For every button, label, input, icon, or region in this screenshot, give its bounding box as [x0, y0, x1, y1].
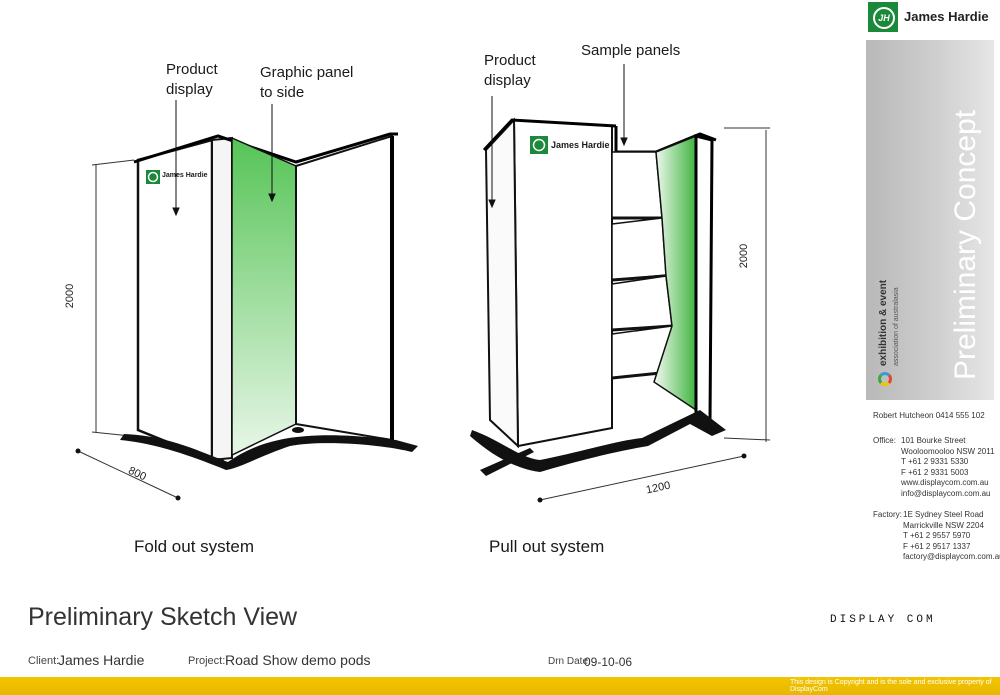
pull-panel-brand: James Hardie [551, 140, 610, 150]
fold-side-panel [295, 134, 394, 442]
pull-callout-arrows [488, 64, 628, 209]
factory-address: 1E Sydney Steel Road Marrickville NSW 22… [903, 510, 1000, 563]
page-title: Preliminary Sketch View [28, 603, 298, 631]
office-line: T +61 2 9331 5330 [901, 457, 969, 466]
fold-label-product-line1: Product [166, 61, 218, 78]
fold-graphic-panel [231, 136, 297, 457]
pull-dimension-height [723, 127, 771, 442]
fold-dimension-height [91, 159, 135, 437]
sketch-canvas [75, 64, 771, 503]
factory-line: T +61 2 9557 5970 [903, 531, 971, 540]
office-line: info@displaycom.com.au [901, 488, 991, 498]
fold-caption: Fold out system [134, 537, 254, 556]
fold-top-frame [133, 132, 398, 164]
project-label: Project: [188, 655, 226, 667]
factory-line: factory@displaycom.com.au [903, 552, 1000, 561]
pull-label-product-line2: display [484, 72, 531, 89]
factory-line: F +61 2 9517 1337 [903, 541, 971, 551]
date-label: Drn Date: [548, 656, 591, 667]
concept-band [866, 40, 994, 400]
fold-dimension-depth [75, 448, 181, 501]
factory-line: Marrickville NSW 2204 [903, 520, 984, 530]
pull-label-samples: Sample panels [581, 42, 681, 59]
copyright-note: This design is Copyright and is the sole… [790, 679, 992, 693]
fold-dim-height-label: 2000 [64, 283, 77, 309]
pull-panel-logo [530, 136, 548, 154]
fold-label-graphic-line2: to side [260, 84, 305, 101]
office-address: 101 Bourke Street Wooloomooloo NSW 2011 … [901, 436, 995, 499]
association-line2: association of australasia [893, 287, 900, 366]
office-line: www.displaycom.com.au [901, 478, 989, 487]
office-label: Office: [873, 436, 896, 445]
fold-label-product-line2: display [166, 81, 213, 98]
project-value: Road Show demo pods [225, 652, 371, 668]
pull-caption: Pull out system [489, 537, 605, 556]
pull-sample-shelves [611, 151, 673, 420]
brand-name: James Hardie [904, 9, 989, 24]
pull-green-panel [653, 134, 714, 425]
fold-panel-logo [146, 170, 160, 184]
james-hardie-logo: JH James Hardie [866, 0, 994, 34]
pull-base [470, 410, 726, 476]
client-label: Client: [28, 655, 60, 667]
pull-dim-height-label: 2000 [738, 243, 751, 269]
displaycom-wordmark: DISPLAY COM [830, 614, 936, 626]
association-line1: exhibition & event [878, 279, 889, 366]
fold-callout-arrows [172, 100, 276, 217]
fold-label-graphic-line1: Graphic panel [260, 64, 354, 81]
factory-label: Factory: [873, 510, 902, 519]
fold-front-panel [136, 136, 233, 462]
association-logo-icon [878, 372, 892, 386]
fold-base [120, 427, 418, 470]
office-line: Wooloomooloo NSW 2011 [901, 446, 995, 456]
date-value: 09-10-06 [584, 655, 633, 669]
preliminary-concept-stamp: Preliminary Concept [949, 109, 982, 380]
client-value: James Hardie [58, 652, 145, 668]
pull-front-panel [484, 117, 613, 449]
office-line: F +61 2 9331 5003 [901, 467, 969, 477]
office-line: 101 Bourke Street [901, 436, 966, 445]
contact-name: Robert Hutcheon 0414 555 102 [873, 411, 985, 420]
factory-line: 1E Sydney Steel Road [903, 510, 984, 519]
fold-panel-brand: James Hardie [162, 172, 208, 179]
footer-bar [0, 677, 1000, 695]
pull-dimension-width [537, 453, 747, 503]
jh-logo-icon: JH [868, 2, 898, 32]
pull-label-product-line1: Product [484, 52, 536, 69]
